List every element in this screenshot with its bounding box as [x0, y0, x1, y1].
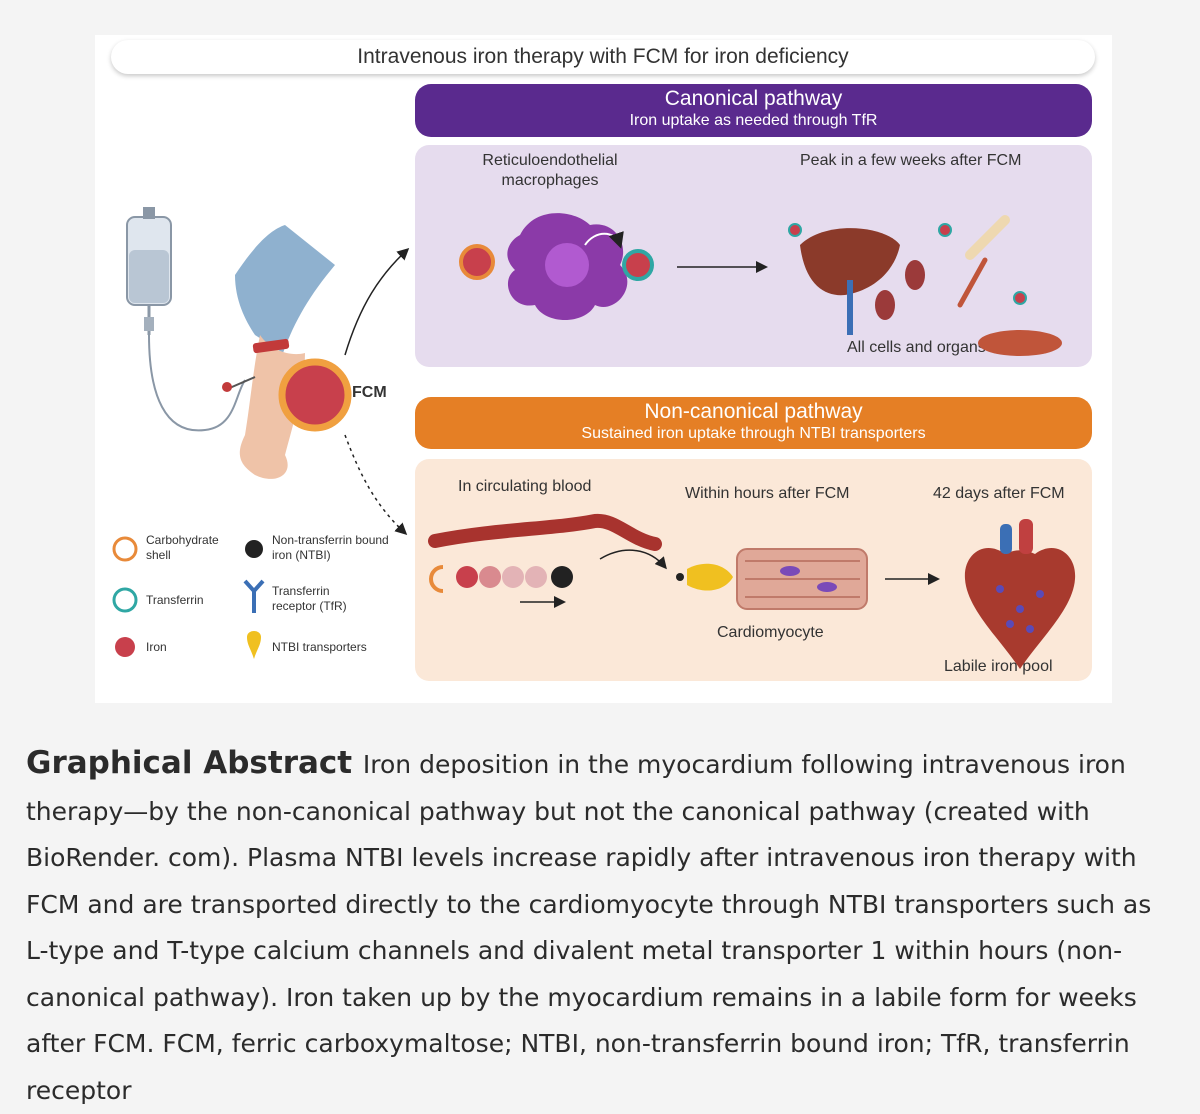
- noncanonical-pathway-header: Non-canonical pathway Sustained iron upt…: [415, 397, 1092, 449]
- legend-tfr: Transferrin receptor (TfR): [272, 584, 347, 613]
- fcm-label: FCM: [352, 384, 387, 401]
- organs-label: All cells and organs: [847, 339, 986, 356]
- canonical-heading: Canonical pathway: [664, 87, 843, 110]
- macrophage-label: Reticuloendothelial macrophages: [482, 152, 618, 189]
- hours-label: Within hours after FCM: [685, 485, 850, 502]
- caption-title: Graphical Abstract: [26, 745, 353, 781]
- canonical-pathway-header: Canonical pathway Iron uptake as needed …: [415, 84, 1092, 137]
- pathway-arrows: [344, 247, 410, 536]
- legend-ntbi-transporters: NTBI transporters: [272, 640, 367, 654]
- legend-ntbi: Non-transferrin bound iron (NTBI): [272, 533, 389, 562]
- caption-text: Iron deposition in the myocardium follow…: [26, 750, 1152, 1105]
- legend-transferrin: Transferrin: [146, 593, 204, 607]
- labile-pool-label: Labile iron pool: [944, 658, 1053, 675]
- legend-iron: Iron: [146, 640, 167, 654]
- legend-carbohydrate-shell: Carbohydrate shell: [146, 533, 219, 562]
- legend-symbols: [112, 536, 265, 659]
- noncanonical-heading: Non-canonical pathway: [644, 400, 863, 423]
- graphical-abstract-figure: Intravenous iron therapy with FCM for ir…: [95, 35, 1112, 703]
- canonical-illustration: [459, 213, 1062, 356]
- days-label: 42 days after FCM: [933, 485, 1065, 502]
- noncanonical-subheading: Sustained iron uptake through NTBI trans…: [581, 425, 926, 442]
- peak-label: Peak in a few weeks after FCM: [800, 152, 1022, 169]
- noncanonical-illustration: [428, 513, 1076, 669]
- figure-title: Intravenous iron therapy with FCM for ir…: [111, 40, 1095, 74]
- canonical-subheading: Iron uptake as needed through TfR: [629, 112, 878, 129]
- blood-label: In circulating blood: [458, 478, 592, 495]
- fcm-particle: [278, 358, 352, 432]
- cardiomyocyte-label: Cardiomyocyte: [717, 624, 824, 641]
